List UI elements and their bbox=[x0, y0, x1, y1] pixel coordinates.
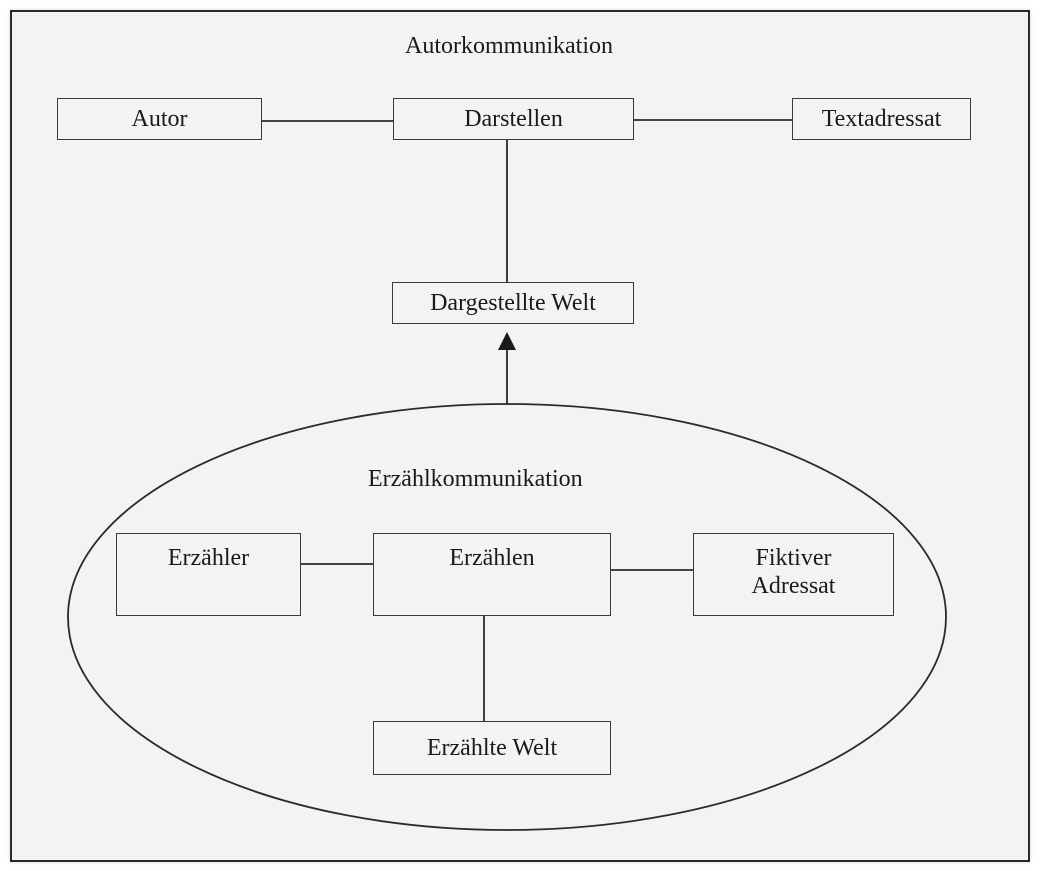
node-dargestellte-welt-label: Dargestellte Welt bbox=[430, 289, 596, 316]
node-autor: Autor bbox=[57, 98, 262, 140]
node-fiktiver-adressat: Fiktiver Adressat bbox=[693, 533, 894, 616]
node-darstellen: Darstellen bbox=[393, 98, 634, 140]
node-dargestellte-welt: Dargestellte Welt bbox=[392, 282, 634, 324]
node-erzaehler: Erzähler bbox=[116, 533, 301, 616]
node-textadressat-label: Textadressat bbox=[821, 105, 942, 132]
ellipse-label: Erzählkommunikation bbox=[368, 466, 583, 492]
node-erzaehlte-welt-label: Erzählte Welt bbox=[426, 734, 558, 761]
node-darstellen-label: Darstellen bbox=[464, 105, 563, 132]
diagram-frame bbox=[10, 10, 1030, 862]
node-fiktiver-adressat-line2: Adressat bbox=[751, 573, 836, 599]
erzaehlkommunikation-ellipse bbox=[67, 403, 947, 831]
node-erzaehlte-welt: Erzählte Welt bbox=[373, 721, 611, 775]
node-autor-label: Autor bbox=[131, 105, 188, 132]
node-fiktiver-adressat-line1: Fiktiver bbox=[755, 545, 832, 571]
node-textadressat: Textadressat bbox=[792, 98, 971, 140]
node-erzaehlen-label: Erzählen bbox=[449, 545, 535, 571]
arrow-head-icon bbox=[498, 332, 516, 350]
node-erzaehlen: Erzählen bbox=[373, 533, 611, 616]
node-erzaehler-label: Erzähler bbox=[167, 545, 250, 571]
diagram-title: Autorkommunikation bbox=[405, 33, 613, 59]
